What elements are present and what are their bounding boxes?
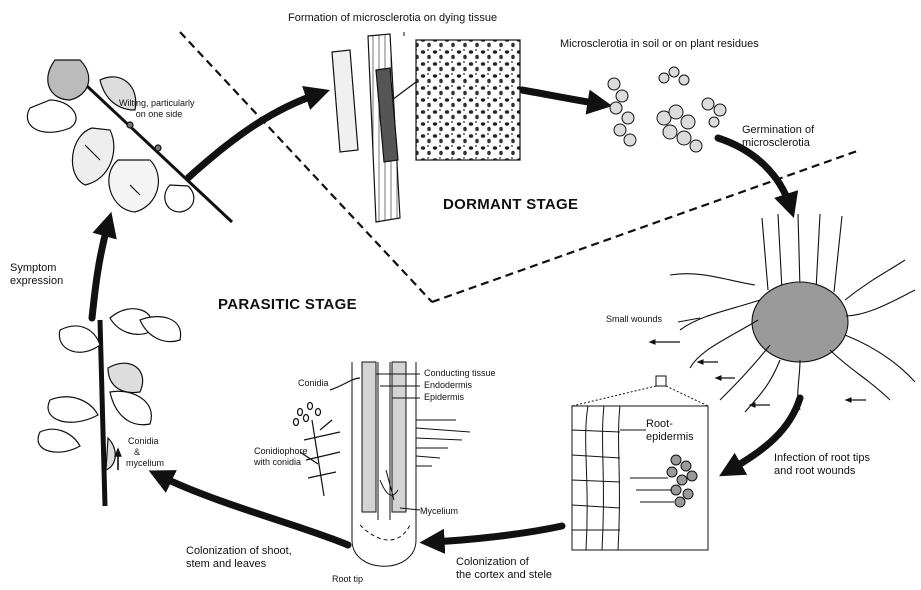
colonization-cortex-label-line1: Colonization of xyxy=(456,556,529,569)
colonization-cortex-label-line2: the cortex and stele xyxy=(456,569,552,582)
mycelium-label: Mycelium xyxy=(420,506,458,517)
wilting-label-line1: Wilting, particularly xyxy=(119,98,195,109)
colonization-shoot-label-line2: stem and leaves xyxy=(186,558,266,571)
colonization-shoot-label-line1: Colonization of shoot, xyxy=(186,545,292,558)
infection-label-line1: Infection of root tips xyxy=(774,452,870,465)
arrow-symptom xyxy=(92,224,108,318)
arrow-to-dying-tissue xyxy=(188,94,318,178)
root-epidermis-detail xyxy=(572,406,708,550)
conidia-label: Conidia xyxy=(298,378,329,389)
wilting-plant-illustration xyxy=(27,60,232,222)
symptom-label-line1: Symptom xyxy=(10,262,56,275)
conidiophore-label-line1: Conidiophore xyxy=(254,446,308,457)
symptom-label-line2: expression xyxy=(10,275,63,288)
dying-tissue-illustration xyxy=(332,34,520,222)
parasitic-stage-title: PARASITIC STAGE xyxy=(218,296,357,313)
formation-label: Formation of microsclerotia on dying tis… xyxy=(288,12,497,25)
arrow-colonization-cortex xyxy=(432,526,562,542)
root-tip-label: Root tip xyxy=(332,574,363,585)
conidia-mycelium-label-line2: & xyxy=(134,447,140,458)
small-wounds-label: Small wounds xyxy=(606,314,662,325)
infection-label-line2: and root wounds xyxy=(774,465,855,478)
germination-label-line2: microsclerotia xyxy=(742,137,810,150)
microsclerotia-illustration xyxy=(608,67,726,152)
root-epidermis-label-line1: Root- xyxy=(646,418,673,431)
epidermis-label: Epidermis xyxy=(424,392,464,403)
wilting-label-line2: on one side xyxy=(129,109,189,120)
conidia-mycelium-label-line3: mycelium xyxy=(126,458,164,469)
arrow-colonization-shoot xyxy=(160,476,348,545)
conidiophore-label-line2: with conidia xyxy=(254,457,301,468)
conidiophore-illustration xyxy=(294,378,361,496)
microsclerotia-soil-label: Microsclerotia in soil or on plant resid… xyxy=(560,38,759,51)
dormant-stage-title: DORMANT STAGE xyxy=(443,196,578,213)
conidia-mycelium-label-line1: Conidia xyxy=(128,436,159,447)
endodermis-label: Endodermis xyxy=(424,380,472,391)
root-epidermis-label-line2: epidermis xyxy=(646,431,694,444)
zoom-indicator xyxy=(572,376,708,406)
root-system-illustration xyxy=(670,214,915,412)
germination-label-line1: Germination of xyxy=(742,124,814,137)
conducting-tissue-label: Conducting tissue xyxy=(424,368,496,379)
arrow-to-soil xyxy=(522,90,600,104)
